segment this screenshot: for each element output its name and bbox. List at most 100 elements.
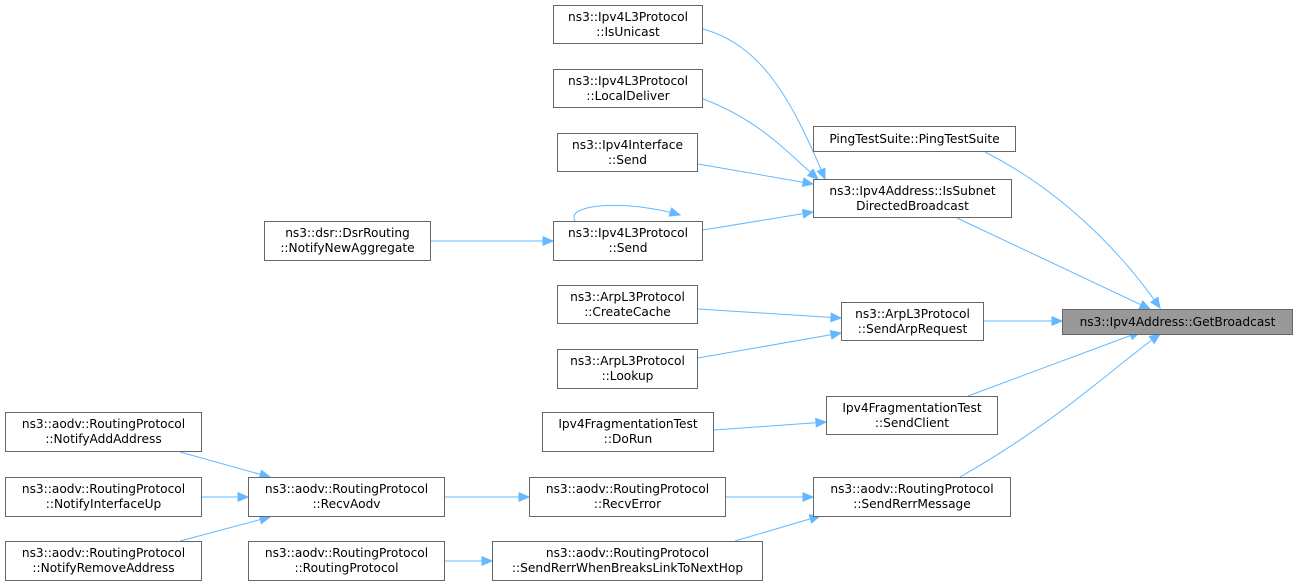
edge-isunicast-to-issubnet bbox=[702, 28, 826, 181]
node-label: ns3::aodv::RoutingProtocol bbox=[264, 546, 429, 560]
edge-recvaodv-to-recverror bbox=[445, 492, 531, 502]
edge-arrowhead bbox=[830, 312, 843, 323]
node-label: ns3::Ipv4L3Protocol bbox=[568, 73, 688, 88]
node-label: ns3::ArpL3Protocol bbox=[855, 306, 970, 321]
edge-line bbox=[702, 211, 814, 231]
edge-line bbox=[959, 333, 1161, 478]
edge-createcache-to-sendarprequest bbox=[697, 308, 843, 323]
node-label: ns3::Ipv4L3Protocol bbox=[568, 226, 688, 240]
node-label: ::NotifyNewAggregate bbox=[280, 241, 415, 255]
node-label: ns3::aodv::RoutingProtocol bbox=[264, 482, 429, 496]
edge-arrowhead bbox=[668, 207, 682, 217]
node-recverror[interactable]: ns3::aodv::RoutingProtocol ::RecvError bbox=[529, 477, 726, 517]
node-label: ns3::aodv::RoutingProtocol bbox=[545, 482, 710, 496]
node-label: ::RecvError bbox=[593, 497, 662, 511]
node-label: ::IsUnicast bbox=[596, 24, 660, 39]
node-label: ns3::aodv::RoutingProtocol bbox=[545, 546, 710, 560]
node-label: DirectedBroadcast bbox=[856, 198, 969, 213]
edge-arrowhead bbox=[801, 177, 815, 188]
node-label: ns3::ArpL3Protocol bbox=[570, 289, 685, 304]
edge-sendarprequest-to-getbroadcast bbox=[984, 316, 1064, 326]
node-routingprotocol[interactable]: ns3::aodv::RoutingProtocol ::RoutingProt… bbox=[248, 541, 445, 581]
node-label: ::NotifyInterfaceUp bbox=[45, 497, 162, 511]
node-issubnet[interactable]: ns3::Ipv4Address::IsSubnet DirectedBroad… bbox=[813, 179, 1012, 218]
edge-notifyremoveaddress-to-recvaodv bbox=[179, 514, 272, 542]
edge-arrowhead bbox=[1138, 300, 1152, 310]
node-label: ns3::Ipv4Address::IsSubnet bbox=[829, 183, 996, 198]
edge-line bbox=[573, 204, 681, 222]
node-recvaodv[interactable]: ns3::aodv::RoutingProtocol ::RecvAodv bbox=[248, 477, 445, 517]
node-label: Ipv4FragmentationTest bbox=[842, 400, 982, 415]
node-createcache[interactable]: ns3::ArpL3Protocol ::CreateCache bbox=[557, 285, 698, 324]
edge-dorun-to-sendclient bbox=[713, 417, 828, 431]
edge-line bbox=[967, 331, 1141, 397]
edge-line bbox=[734, 515, 821, 542]
edge-ipv4l3send-to-ipv4l3send bbox=[573, 204, 682, 222]
edge-arrowhead bbox=[1148, 333, 1162, 345]
edge-arrowhead bbox=[829, 329, 843, 340]
node-label: ::CreateCache bbox=[584, 304, 671, 319]
node-dorun[interactable]: Ipv4FragmentationTest ::DoRun bbox=[542, 412, 714, 452]
node-notifyinterfaceup[interactable]: ns3::aodv::RoutingProtocol ::NotifyInter… bbox=[5, 477, 202, 517]
edge-arrowhead bbox=[815, 417, 828, 428]
node-label: ::DoRun bbox=[603, 432, 653, 446]
edge-line bbox=[179, 451, 271, 478]
edge-arrowhead bbox=[816, 167, 826, 181]
edge-routingprotocol-to-sendrerrwhenbreaks bbox=[445, 556, 494, 566]
node-label: ::SendArpRequest bbox=[857, 321, 968, 336]
node-ipv4l3send[interactable]: ns3::Ipv4L3Protocol ::Send bbox=[553, 221, 703, 261]
edge-ipv4l3send-to-issubnet bbox=[702, 208, 815, 231]
edge-lookup-to-sendarprequest bbox=[697, 329, 843, 359]
edge-arrowhead bbox=[806, 168, 819, 180]
edge-recverror-to-sendrerrmessage bbox=[726, 492, 815, 502]
edge-line bbox=[702, 28, 826, 180]
node-notifyremoveaddress[interactable]: ns3::aodv::RoutingProtocol ::NotifyRemov… bbox=[5, 541, 202, 581]
node-label: ::RecvAodv bbox=[312, 497, 381, 511]
node-label: ::NotifyAddAddress bbox=[45, 432, 162, 446]
edge-line bbox=[702, 98, 819, 180]
node-notifynewaggregate[interactable]: ns3::dsr::DsrRouting ::NotifyNewAggregat… bbox=[264, 221, 431, 261]
edge-line bbox=[697, 163, 814, 185]
edge-sendrerrwhenbreaks-to-sendrerrmessage bbox=[734, 514, 822, 542]
edge-arrowhead bbox=[1149, 296, 1161, 310]
node-sendclient[interactable]: Ipv4FragmentationTest ::SendClient bbox=[826, 396, 998, 435]
node-label: ns3::Ipv4Address::GetBroadcast bbox=[1079, 314, 1276, 329]
edge-arrowhead bbox=[1051, 316, 1064, 326]
edge-line bbox=[697, 332, 842, 359]
node-label: ::RoutingProtocol bbox=[294, 561, 399, 575]
node-label: ::Send bbox=[608, 152, 647, 167]
node-label: ns3::aodv::RoutingProtocol bbox=[830, 482, 994, 496]
edge-ipv4ifsend-to-issubnet bbox=[697, 163, 815, 188]
node-label: ::LocalDeliver bbox=[586, 88, 670, 103]
node-label: Ipv4FragmentationTest bbox=[558, 417, 698, 431]
node-label: ::SendRerrWhenBreaksLinkToNextHop bbox=[511, 561, 744, 575]
edge-line bbox=[697, 308, 842, 319]
edge-sendrerrmessage-to-getbroadcast bbox=[959, 333, 1162, 478]
edge-notifynewaggregate-to-ipv4l3send bbox=[431, 236, 555, 246]
node-sendarprequest[interactable]: ns3::ArpL3Protocol ::SendArpRequest bbox=[841, 302, 984, 341]
node-label: ::SendClient bbox=[874, 415, 950, 430]
edge-localdeliver-to-issubnet bbox=[702, 98, 819, 180]
node-sendrerrwhenbreaks[interactable]: ns3::aodv::RoutingProtocol ::SendRerrWhe… bbox=[492, 541, 763, 581]
node-label: ::SendRerrMessage bbox=[853, 497, 971, 511]
edge-arrowhead bbox=[802, 492, 815, 502]
node-notifyaddaddress[interactable]: ns3::aodv::RoutingProtocol ::NotifyAddAd… bbox=[5, 412, 202, 452]
node-ipv4ifsend[interactable]: ns3::Ipv4Interface ::Send bbox=[557, 133, 698, 172]
edge-issubnet-to-getbroadcast bbox=[956, 217, 1152, 310]
edge-sendclient-to-getbroadcast bbox=[967, 331, 1142, 397]
edge-line bbox=[956, 217, 1151, 310]
node-sendrerrmessage[interactable]: ns3::aodv::RoutingProtocol ::SendRerrMes… bbox=[813, 477, 1011, 517]
edge-notifyinterfaceup-to-recvaodv bbox=[202, 492, 250, 502]
edge-arrowhead bbox=[801, 208, 815, 219]
edge-line bbox=[179, 516, 271, 542]
node-pingtestsuite[interactable]: PingTestSuite::PingTestSuite bbox=[813, 126, 1016, 152]
node-label: ::Lookup bbox=[601, 369, 654, 383]
node-label: ns3::dsr::DsrRouting bbox=[285, 226, 410, 240]
node-label: PingTestSuite::PingTestSuite bbox=[829, 131, 1000, 146]
edge-arrowhead bbox=[237, 492, 250, 502]
node-label: ::Send bbox=[608, 241, 648, 255]
node-isunicast[interactable]: ns3::Ipv4L3Protocol ::IsUnicast bbox=[553, 5, 703, 44]
node-localdeliver[interactable]: ns3::Ipv4L3Protocol ::LocalDeliver bbox=[553, 69, 703, 108]
node-getbroadcast: ns3::Ipv4Address::GetBroadcast bbox=[1062, 309, 1293, 335]
node-lookup[interactable]: ns3::ArpL3Protocol ::Lookup bbox=[557, 349, 698, 389]
